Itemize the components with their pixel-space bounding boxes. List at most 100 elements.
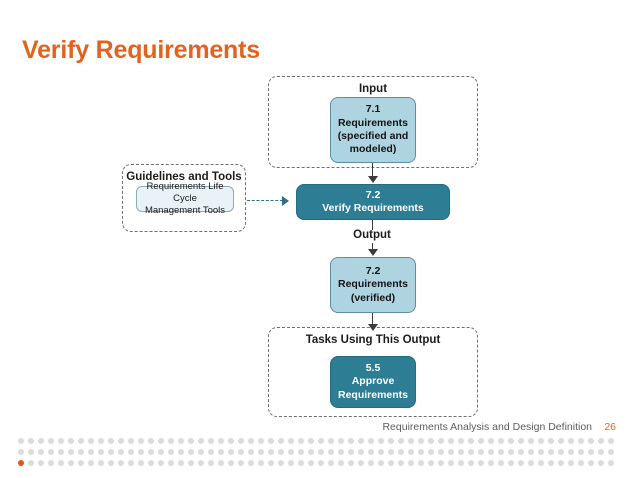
decorative-dot: [258, 460, 264, 466]
node-output-requirements-verified[interactable]: 7.2 Requirements (verified): [330, 257, 416, 313]
decorative-dot: [38, 438, 44, 444]
decorative-dot: [68, 449, 74, 455]
decorative-dot: [388, 460, 394, 466]
node-approve-line3: Requirements: [337, 388, 409, 401]
decorative-dot: [28, 438, 34, 444]
node-tool-line1: Requirements Life Cycle: [146, 180, 224, 204]
decorative-dot: [598, 449, 604, 455]
node-input-requirements[interactable]: 7.1 Requirements (specified and modeled): [330, 97, 416, 163]
decorative-dot: [138, 438, 144, 444]
decorative-dot: [388, 449, 394, 455]
connector-task-to-output-line-upper: [372, 220, 374, 230]
decorative-dot: [298, 438, 304, 444]
decorative-dot: [578, 460, 584, 466]
decorative-dot: [108, 438, 114, 444]
group-input-label: Input: [358, 83, 388, 95]
decorative-dot: [88, 460, 94, 466]
decorative-dot: [288, 438, 294, 444]
decorative-dot: [338, 449, 344, 455]
connector-output-to-tasks-arrow: [367, 324, 378, 331]
decorative-dot: [578, 449, 584, 455]
decorative-dot: [188, 438, 194, 444]
decorative-dot: [458, 438, 464, 444]
decorative-dot: [48, 438, 54, 444]
decorative-dot: [568, 460, 574, 466]
decorative-dot: [408, 438, 414, 444]
decorative-dot: [598, 438, 604, 444]
decorative-dot: [128, 460, 134, 466]
decorative-dot: [288, 460, 294, 466]
decorative-dot: [498, 438, 504, 444]
decorative-dot: [228, 460, 234, 466]
node-output-number: 7.2: [365, 264, 381, 277]
decorative-dot: [228, 449, 234, 455]
decorative-dot: [268, 460, 274, 466]
decorative-dot: [278, 438, 284, 444]
decorative-dot: [28, 449, 34, 455]
node-task-approve-requirements[interactable]: 5.5 Approve Requirements: [330, 356, 416, 408]
decorative-dot: [58, 460, 64, 466]
decorative-dot: [568, 438, 574, 444]
decorative-dot: [408, 449, 414, 455]
decorative-dot: [528, 460, 534, 466]
decorative-dot: [548, 449, 554, 455]
decorative-dot: [428, 438, 434, 444]
decorative-dot: [568, 449, 574, 455]
decorative-dot: [368, 449, 374, 455]
decorative-dot: [458, 460, 464, 466]
decorative-dot: [468, 438, 474, 444]
decorative-dot: [138, 460, 144, 466]
decorative-dot: [68, 438, 74, 444]
decorative-dot: [58, 449, 64, 455]
decorative-dot: [548, 438, 554, 444]
node-task-verify-requirements[interactable]: 7.2 Verify Requirements: [296, 184, 450, 220]
flow-label-output: Output: [353, 229, 391, 241]
group-tasks-label: Tasks Using This Output: [305, 334, 441, 346]
decorative-dot: [378, 460, 384, 466]
decorative-dot: [518, 460, 524, 466]
decorative-dot: [328, 438, 334, 444]
decorative-dot: [488, 460, 494, 466]
decorative-dot: [198, 449, 204, 455]
decorative-dot: [298, 460, 304, 466]
connector-tools-to-task-arrow: [282, 195, 289, 206]
decorative-dot: [188, 449, 194, 455]
node-input-number: 7.1: [365, 103, 381, 116]
decorative-dot: [308, 438, 314, 444]
decorative-dot: [308, 460, 314, 466]
decorative-dot: [468, 449, 474, 455]
decorative-dot: [198, 438, 204, 444]
decorative-dot: [578, 438, 584, 444]
decorative-dot: [318, 460, 324, 466]
node-requirements-lifecycle-management-tools[interactable]: Requirements Life Cycle Management Tools: [136, 181, 234, 216]
connector-task-to-output-arrow: [367, 249, 378, 256]
decorative-dot: [368, 438, 374, 444]
decorative-dot: [208, 449, 214, 455]
decorative-dot: [478, 438, 484, 444]
decorative-dot: [418, 449, 424, 455]
decorative-dot: [38, 449, 44, 455]
decorative-dot: [428, 449, 434, 455]
decorative-dot: [228, 438, 234, 444]
decorative-dot: [18, 460, 24, 466]
decorative-dot: [408, 460, 414, 466]
decorative-dot: [478, 460, 484, 466]
decorative-dot: [58, 438, 64, 444]
decorative-dot: [348, 449, 354, 455]
decorative-dot: [558, 449, 564, 455]
decorative-dot: [418, 438, 424, 444]
decorative-dot: [258, 449, 264, 455]
decorative-dot: [218, 438, 224, 444]
decorative-dot: [98, 449, 104, 455]
decorative-dot: [168, 438, 174, 444]
decorative-dot: [158, 460, 164, 466]
decorative-dot: [518, 449, 524, 455]
decorative-dot: [528, 449, 534, 455]
decorative-dot: [398, 438, 404, 444]
decorative-dot: [138, 449, 144, 455]
decorative-dot: [438, 449, 444, 455]
decorative-dot: [448, 449, 454, 455]
decorative-dot: [478, 449, 484, 455]
decorative-dot: [168, 449, 174, 455]
decorative-dot: [438, 438, 444, 444]
